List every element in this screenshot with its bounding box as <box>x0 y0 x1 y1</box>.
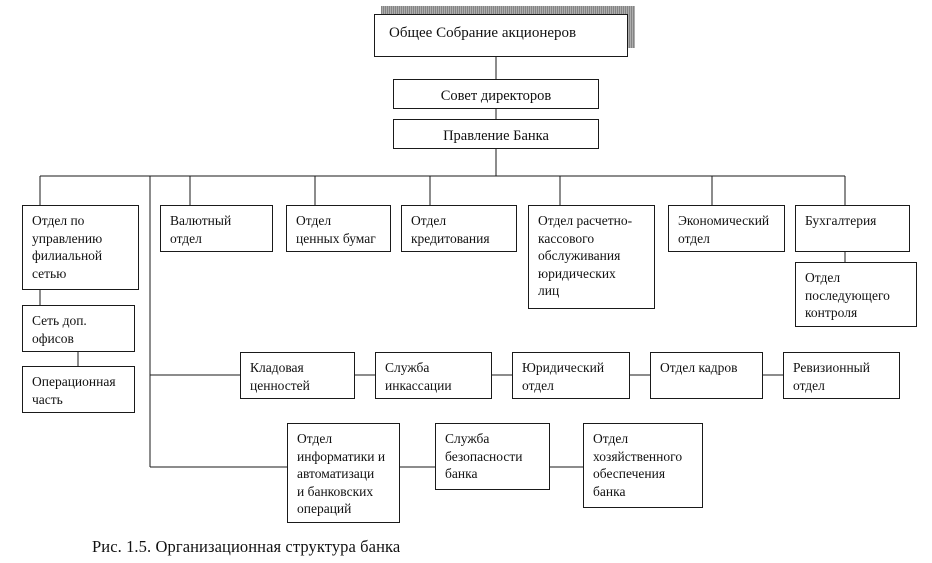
node-economic-dept: Экономический отдел <box>668 205 785 252</box>
node-audit-dept: Ревизионный отдел <box>783 352 900 399</box>
node-board-of-directors: Совет директоров <box>393 79 599 109</box>
node-hr-dept: Отдел кадров <box>650 352 763 399</box>
node-facilities-support-dept: Отдел хозяйственного обеспечения банка <box>583 423 703 508</box>
node-settlement-cash-services-dept: Отдел расчетно- кассового обслуживания ю… <box>528 205 655 309</box>
node-bank-security-service: Служба безопасности банка <box>435 423 550 490</box>
node-currency-dept: Валютный отдел <box>160 205 273 252</box>
node-additional-offices-network: Сеть доп. офисов <box>22 305 135 352</box>
node-it-automation-dept: Отдел информатики и автоматизаци и банко… <box>287 423 400 523</box>
node-accounting-dept: Бухгалтерия <box>795 205 910 252</box>
node-valuables-storeroom: Кладовая ценностей <box>240 352 355 399</box>
node-securities-dept: Отдел ценных бумаг <box>286 205 391 252</box>
node-lending-dept: Отдел кредитования <box>401 205 517 252</box>
node-branch-network-dept: Отдел по управлению филиальной сетью <box>22 205 139 290</box>
node-legal-dept: Юридический отдел <box>512 352 630 399</box>
node-operations-unit: Операционная часть <box>22 366 135 413</box>
node-shareholders-meeting: Общее Собрание акционеров <box>374 14 628 57</box>
node-bank-management: Правление Банка <box>393 119 599 149</box>
figure-caption: Рис. 1.5. Организационная структура банк… <box>92 537 401 556</box>
node-subsequent-control-dept: Отдел последующего контроля <box>795 262 917 327</box>
node-collection-service: Служба инкассации <box>375 352 492 399</box>
